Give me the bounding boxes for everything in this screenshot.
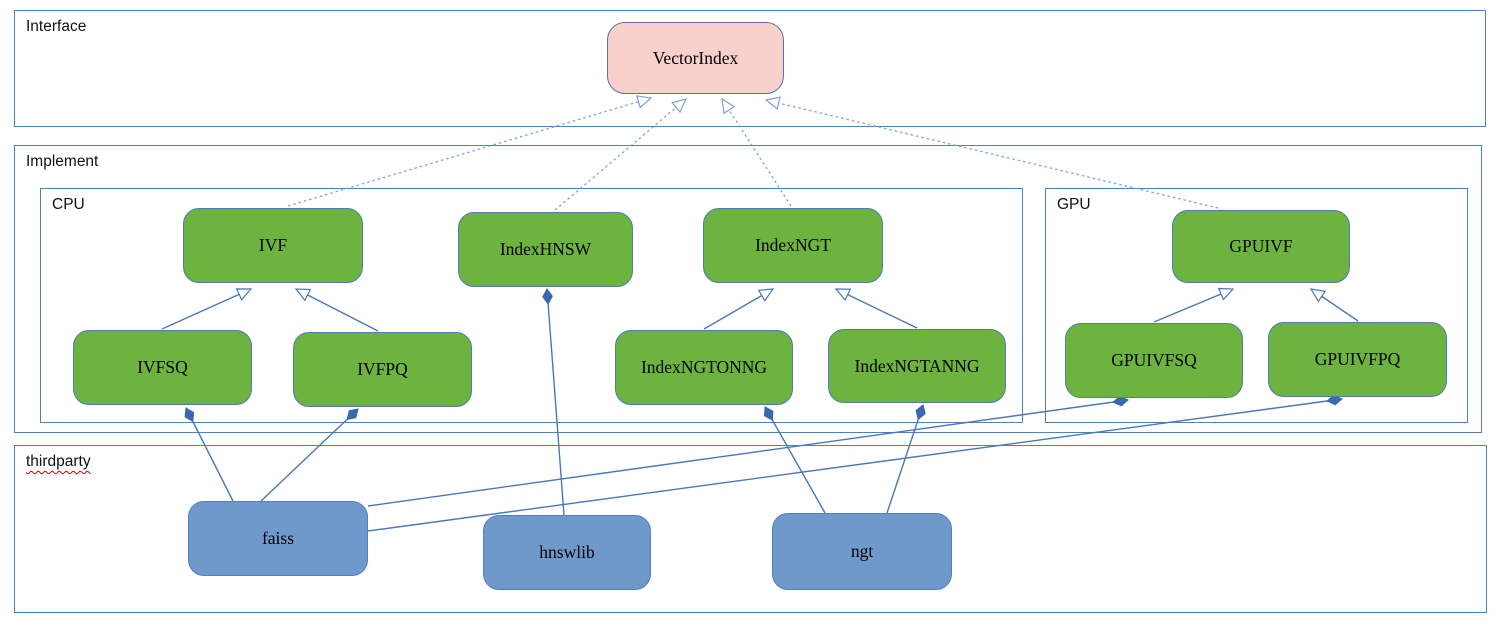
node-indexngtanng: IndexNGTANNG	[828, 329, 1006, 403]
node-indexhnsw: IndexHNSW	[458, 212, 633, 287]
node-ivf-label: IVF	[258, 235, 288, 255]
node-gpuivfsq: GPUIVFSQ	[1065, 323, 1243, 398]
node-gpuivfpq-label: GPUIVFPQ	[1314, 349, 1401, 369]
container-gpu-label: GPU	[1057, 196, 1091, 213]
node-gpuivf: GPUIVF	[1172, 210, 1350, 283]
node-ivfpq: IVFPQ	[293, 332, 472, 407]
node-indexngt-label: IndexNGT	[755, 235, 831, 255]
container-implement-label: Implement	[26, 153, 99, 170]
node-faiss-label: faiss	[261, 528, 295, 548]
node-indexngtonng-label: IndexNGTONNG	[640, 357, 768, 377]
node-indexngtanng-label: IndexNGTANNG	[854, 355, 980, 376]
node-ivf: IVF	[183, 208, 363, 283]
node-gpuivfsq-label: GPUIVFSQ	[1111, 350, 1197, 370]
node-vectorindex-label: VectorIndex	[652, 47, 739, 68]
node-ivfsq: IVFSQ	[73, 330, 252, 405]
container-interface-label: Interface	[26, 18, 87, 35]
node-faiss: faiss	[188, 501, 368, 576]
node-ivfpq-label: IVFPQ	[357, 359, 408, 379]
node-ngt: ngt	[772, 513, 952, 590]
container-cpu-label: CPU	[52, 196, 85, 213]
node-gpuivfpq: GPUIVFPQ	[1268, 322, 1447, 397]
container-thirdparty-label: thirdparty	[26, 453, 91, 470]
node-ngt-label: ngt	[850, 541, 874, 561]
node-indexngt: IndexNGT	[703, 208, 883, 283]
node-hnswlib: hnswlib	[483, 515, 651, 590]
node-vectorindex: VectorIndex	[607, 22, 784, 94]
node-indexhnsw-label: IndexHNSW	[499, 239, 592, 259]
node-indexngtonng: IndexNGTONNG	[615, 330, 793, 405]
node-hnswlib-label: hnswlib	[539, 542, 595, 562]
node-gpuivf-label: GPUIVF	[1229, 236, 1293, 256]
node-ivfsq-label: IVFSQ	[137, 357, 188, 377]
